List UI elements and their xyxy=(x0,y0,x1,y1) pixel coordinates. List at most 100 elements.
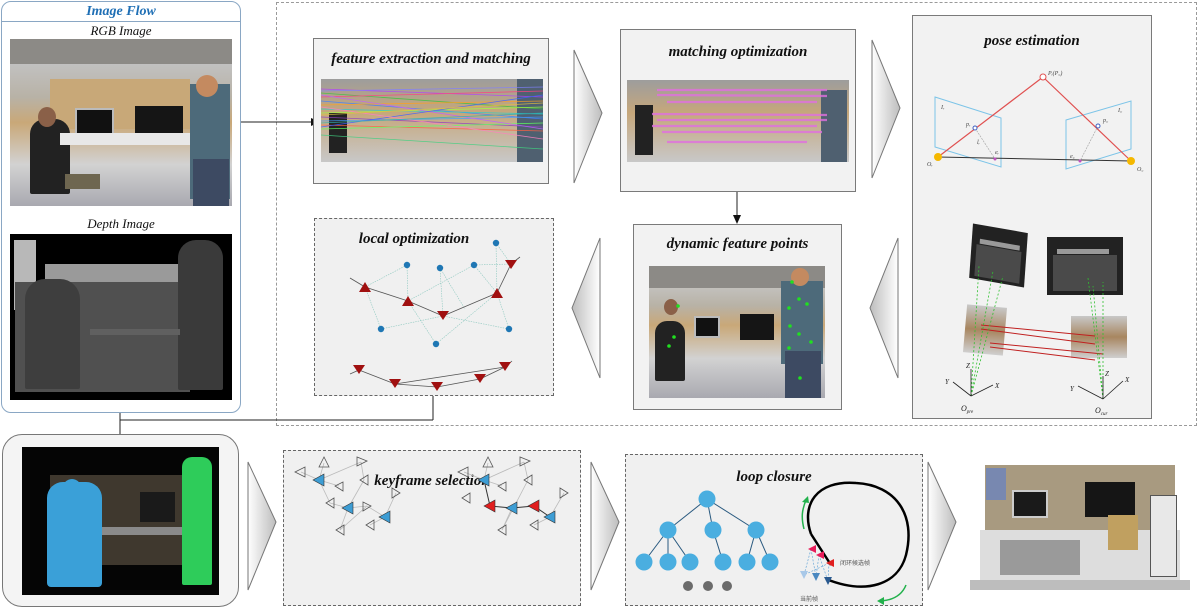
matching-optimization-image xyxy=(627,80,849,162)
loop-closure-graphic: 闭环候选帧 当前帧 xyxy=(635,481,910,605)
epipolar-diagram: Pᵢ(P꜀) Iᵣ I꜀ pᵣ p꜀ lᵣ eᵣ e꜀ Oᵣ O꜀ xyxy=(927,70,1144,173)
frame-node xyxy=(325,497,335,509)
dynamic-point xyxy=(672,335,676,339)
dynamic-point xyxy=(787,346,791,350)
pose-estimation-title: pose estimation xyxy=(984,33,1080,49)
label-plane-ref: Iᵣ xyxy=(940,105,945,111)
loop-arrow-up xyxy=(801,499,807,530)
depth-image-label: Depth Image xyxy=(87,216,155,231)
candidate-frame-marker xyxy=(826,559,834,567)
loop-closure-panel: loop closure xyxy=(625,454,923,606)
tree-node xyxy=(738,553,756,571)
tree-node xyxy=(704,521,722,539)
axis-x-cur: X xyxy=(1124,376,1130,384)
camera-center-cur xyxy=(1127,157,1135,165)
pose-node xyxy=(505,260,517,269)
pose-estimation-panel: pose estimation Pᵢ(P꜀) Iᵣ I꜀ pᵣ p꜀ lᵣ eᵣ… xyxy=(912,15,1152,419)
tree-node xyxy=(659,521,677,539)
dynamic-point xyxy=(676,304,680,308)
loop-arrow-down xyxy=(880,584,907,602)
loop-closure-title: loop closure xyxy=(736,469,812,485)
pose-node xyxy=(431,382,443,391)
matching-optimization-panel: matching optimization xyxy=(620,29,856,192)
tracking-frame xyxy=(276,2,1197,426)
pose-node xyxy=(499,362,511,371)
keyframe-node xyxy=(477,473,490,487)
landmark-node xyxy=(377,325,385,333)
frame-node xyxy=(497,524,507,536)
dynamic-point xyxy=(798,376,802,380)
current-frame-marker xyxy=(800,571,808,579)
keyframe-node xyxy=(341,501,354,515)
dynamic-point xyxy=(797,297,801,301)
dynamic-point xyxy=(667,344,671,348)
dynamic-point xyxy=(809,340,813,344)
ellipsis-dot xyxy=(683,581,693,591)
chevron-right-2 xyxy=(871,39,901,179)
label-epipole-ref: eᵣ xyxy=(995,150,1000,156)
tree-node xyxy=(714,553,732,571)
keyframe-graph xyxy=(294,456,569,536)
chevron-right-3 xyxy=(247,461,277,591)
frame-node xyxy=(457,466,469,478)
dynamic-point xyxy=(787,306,791,310)
depth-frame-cur xyxy=(1047,237,1123,295)
rgb-image xyxy=(10,39,232,206)
chevron-right-5 xyxy=(927,461,957,591)
frame-node xyxy=(356,456,368,467)
keyframe-node xyxy=(312,473,325,487)
segmented-point-cloud-panel xyxy=(2,434,239,607)
frame-node xyxy=(318,456,330,468)
landmark-node xyxy=(492,239,500,247)
frame-node xyxy=(519,456,531,467)
segmented-point-cloud-image xyxy=(22,447,219,595)
tree-node xyxy=(747,521,765,539)
dynamic-point xyxy=(788,324,792,328)
frame-node xyxy=(497,481,507,492)
image-flow-panel: Image Flow RGB Image Depth Image xyxy=(1,1,241,413)
feature-matching-image xyxy=(321,79,543,162)
chevron-left-1 xyxy=(571,237,601,379)
matching-optimization-title: matching optimization xyxy=(668,44,808,60)
selected-keyframe-node xyxy=(527,499,540,513)
landmark-node xyxy=(403,261,411,269)
keyframe-selection-title: keyframe selection xyxy=(374,473,490,489)
dynamic-feature-image xyxy=(649,266,825,398)
frame-node xyxy=(391,487,401,499)
selected-keyframe-node xyxy=(483,499,496,513)
axis-y-cur: Y xyxy=(1070,385,1075,393)
segmented-person-green xyxy=(182,457,212,585)
ellipsis-dot xyxy=(722,581,732,591)
frame-node xyxy=(334,481,344,492)
frame-node xyxy=(482,456,494,468)
frame-node xyxy=(294,466,306,478)
frame-prev-label: Opre xyxy=(961,404,974,415)
pose-node xyxy=(402,296,414,306)
frame-node xyxy=(461,492,471,504)
dynamic-feature-points-title: dynamic feature points xyxy=(666,236,809,252)
label-origin-ref: Oᵣ xyxy=(927,162,933,168)
chevron-right-1 xyxy=(573,49,603,184)
local-optimization-panel: local optimization xyxy=(314,218,554,396)
chevron-left-2 xyxy=(869,237,899,379)
pose-node xyxy=(437,311,449,320)
feature-extraction-title: feature extraction and matching xyxy=(331,51,531,67)
axis-y-prev: Y xyxy=(945,378,950,386)
keyframe-node xyxy=(505,501,518,515)
candidate-frame-marker xyxy=(816,551,824,559)
image-flow-header-divider xyxy=(2,21,240,22)
tree-node xyxy=(698,490,716,508)
frame-node xyxy=(559,487,569,499)
normal-frames xyxy=(294,456,569,536)
rgb-image-label: RGB Image xyxy=(90,23,152,38)
current-frame-label: 当前帧 xyxy=(800,595,818,603)
pose-node xyxy=(389,379,401,388)
pose-node xyxy=(353,365,365,374)
plane-cur xyxy=(1065,100,1132,170)
axis-x-prev: X xyxy=(994,382,1000,390)
plane-ref xyxy=(934,96,1002,168)
tree-node xyxy=(659,553,677,571)
label-plane-cur: I꜀ xyxy=(1117,108,1123,114)
frame-node xyxy=(365,519,375,531)
landmark-node xyxy=(436,264,444,272)
